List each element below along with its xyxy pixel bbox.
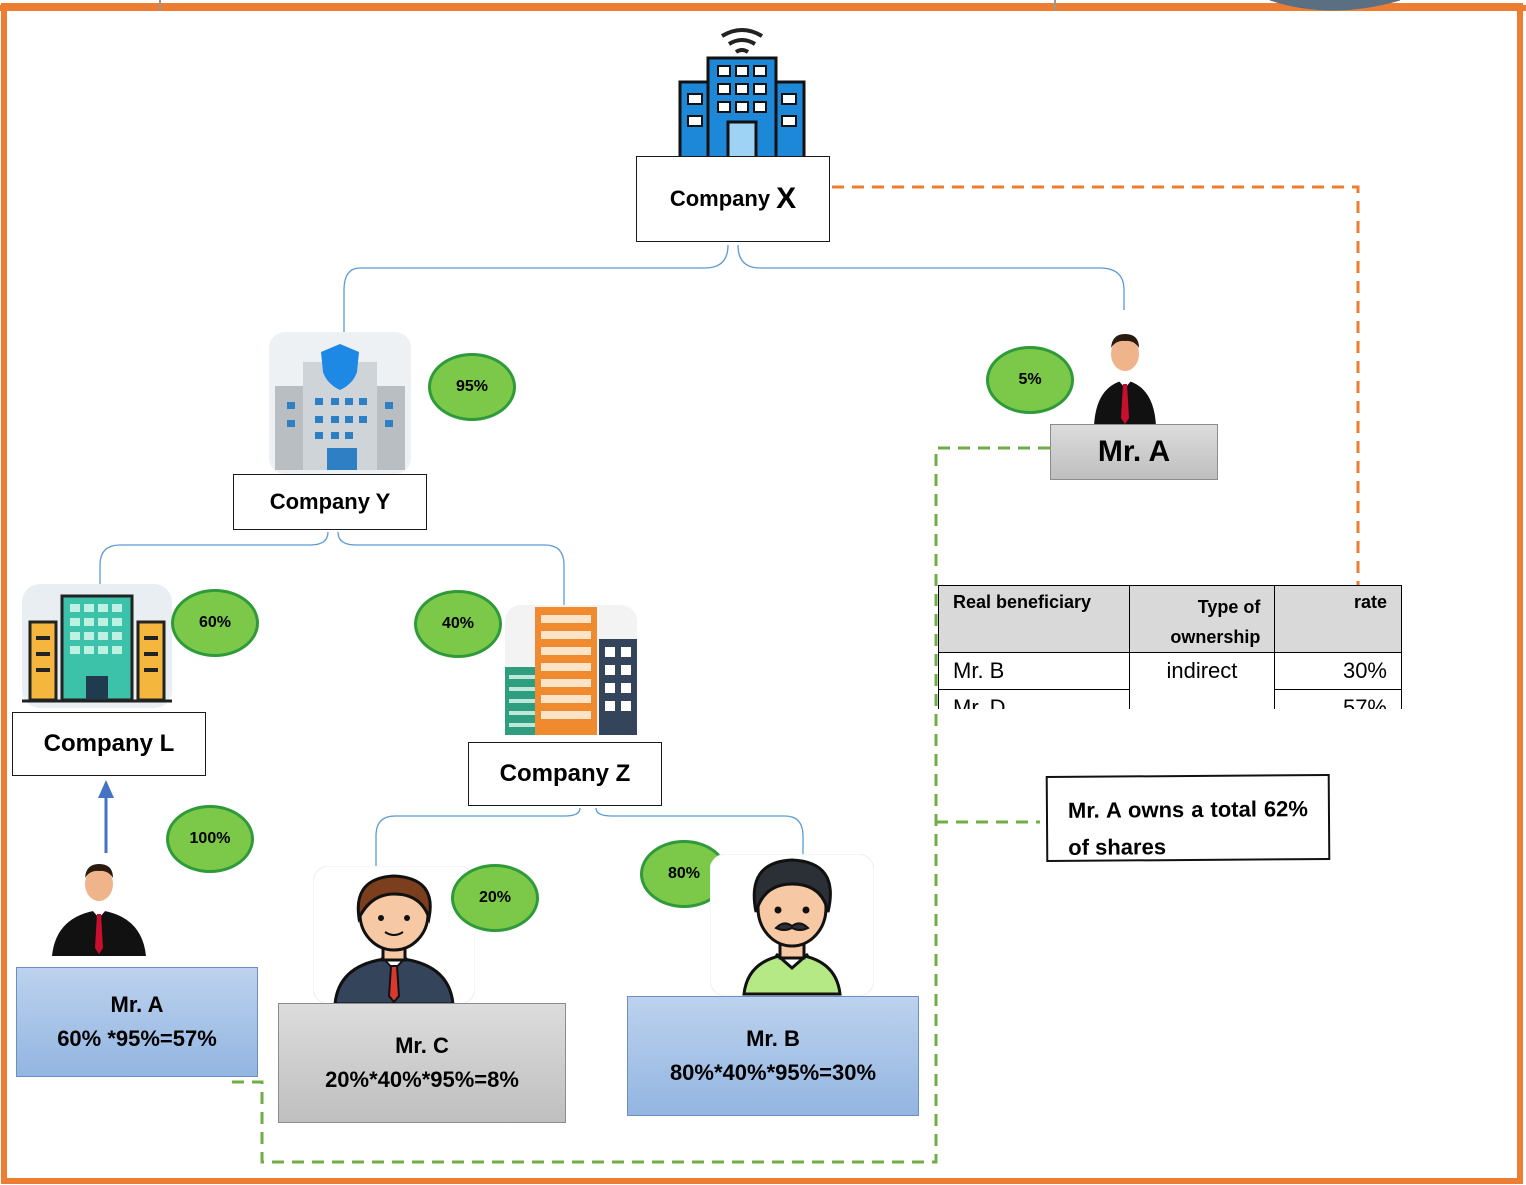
badge-c-in-z: 20%: [451, 864, 539, 932]
header-tab: [159, 0, 1056, 10]
city-buildings-icon: [505, 605, 637, 735]
company-z-label: Company Z: [499, 760, 631, 787]
mr-c-name: Mr. C: [395, 1033, 449, 1058]
businessman-icon: [1094, 334, 1156, 426]
mr-b-name: Mr. B: [746, 1026, 800, 1051]
company-x-box: Company X: [636, 156, 830, 242]
beneficiary-table: Real beneficiary Type of ownership rate …: [938, 585, 1402, 709]
company-z-box: Company Z: [468, 742, 662, 806]
row-beneficiary: Mr. B: [938, 652, 1130, 690]
row-type: indirect: [1128, 652, 1276, 690]
beneficiary-table-wrap: Real beneficiary Type of ownership rate …: [938, 585, 1404, 709]
orange-dashed-connector: [832, 185, 1360, 585]
badge-z-in-y: 40%: [414, 590, 502, 658]
mr-a-bottom-calc: 60% *95%=57%: [57, 1026, 217, 1051]
row-rate: 30%: [1274, 652, 1402, 690]
businessman-icon: [52, 864, 146, 956]
company-l-box: Company L: [12, 712, 206, 776]
man-avatar-icon: [313, 866, 475, 1004]
ownership-arrow: [98, 780, 114, 853]
office-building-icon: [22, 584, 172, 708]
row-type: [1128, 689, 1276, 709]
badge-l-in-y: 60%: [171, 589, 259, 657]
badge-a-in-l: 100%: [166, 805, 254, 873]
mr-a-bottom-name: Mr. A: [110, 992, 164, 1017]
total-note-text: Mr. A owns a total 62% of shares: [1067, 796, 1309, 860]
mr-c-calc: 20%*40%*95%=8%: [325, 1067, 519, 1092]
row-rate: 57%: [1274, 689, 1402, 709]
company-y-box: Company Y: [233, 474, 427, 530]
company-x-letter: X: [776, 182, 797, 215]
company-y-label: Company Y: [269, 489, 391, 514]
mr-a-top-box: Mr. A: [1050, 424, 1218, 480]
table-row: Mr. D 57%: [938, 689, 1402, 709]
company-x-label: Company: [669, 186, 771, 211]
table-header-row: Real beneficiary Type of ownership rate: [938, 585, 1402, 653]
header-rate: rate: [1274, 585, 1402, 653]
mr-a-top-name: Mr. A: [1097, 435, 1171, 468]
badge-y-in-x: 95%: [428, 353, 516, 421]
badge-a-in-x: 5%: [986, 346, 1074, 414]
building-wifi-icon: [672, 28, 812, 162]
company-l-label: Company L: [43, 730, 175, 757]
mr-b-box: Mr. B 80%*40%*95%=30%: [627, 996, 919, 1116]
mr-a-bottom-box: Mr. A 60% *95%=57%: [16, 967, 258, 1077]
row-beneficiary: Mr. D: [938, 689, 1130, 709]
green-dashed-connectors: [232, 446, 1070, 1164]
table-row: Mr. B indirect 30%: [938, 652, 1402, 690]
total-note-box: Mr. A owns a total 62% of shares: [1045, 774, 1331, 862]
tree-connectors: [99, 244, 1125, 866]
mustache-man-avatar-icon: [710, 854, 874, 996]
header-beneficiary: Real beneficiary: [938, 585, 1130, 653]
building-shield-icon: [269, 332, 411, 474]
mr-c-box: Mr. C 20%*40%*95%=8%: [278, 1003, 566, 1123]
header-type: Type of ownership: [1128, 585, 1276, 653]
mr-b-calc: 80%*40%*95%=30%: [669, 1060, 877, 1085]
header-logo-arc: [1269, 0, 1401, 11]
